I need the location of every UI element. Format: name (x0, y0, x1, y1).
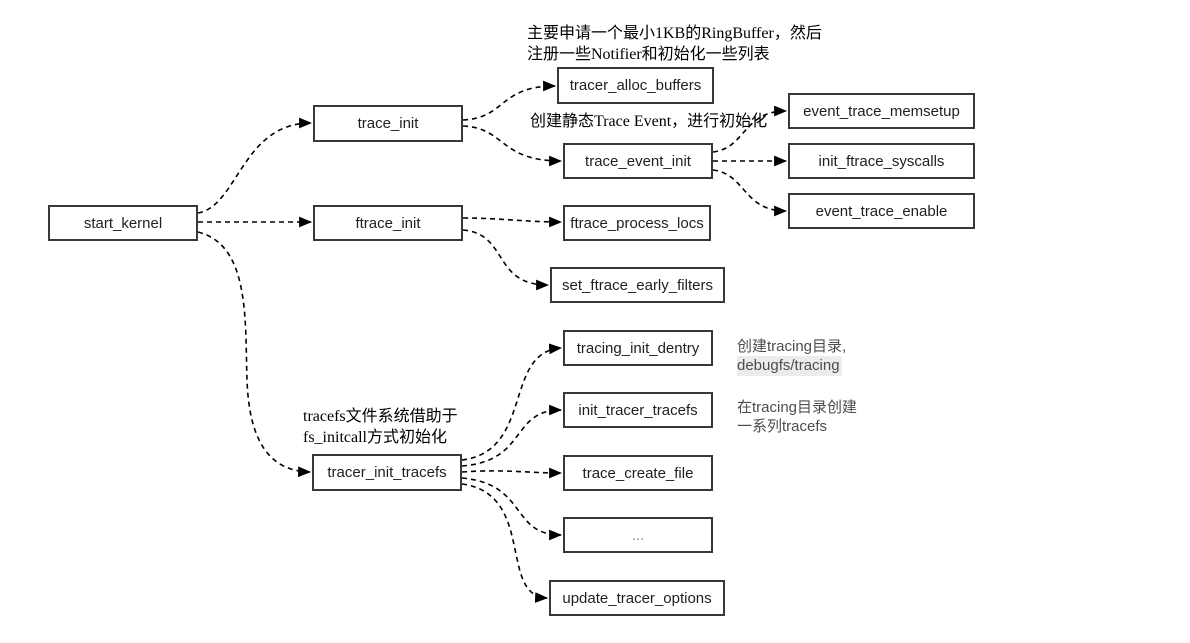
node-set-ftrace-early-filters: set_ftrace_early_filters (550, 267, 725, 303)
node-trace-event-init: trace_event_init (563, 143, 713, 179)
edge-trace-init-to-trace-event-init (462, 125, 563, 167)
note-ringbuffer-line1: 主要申请一个最小1KB的RingBuffer，然后 (527, 25, 822, 42)
node-ellipsis: ... (563, 517, 713, 553)
note-tracing-dir-line2: debugfs/tracing (737, 356, 842, 376)
node-update-tracer-options: update_tracer_options (549, 580, 725, 616)
note-tracefs-initcall: tracefs文件系统借助于 fs_initcall方式初始化 (303, 406, 458, 448)
edge-trace-init-to-tracer-alloc-buffers (462, 80, 557, 121)
edge-tracer-init-tracefs-to-tracing-init-dentry (461, 343, 563, 461)
edge-ftrace-init-to-set-ftrace-early-filters (462, 229, 550, 291)
note-tracefs-initcall-line1: tracefs文件系统借助于 (303, 408, 458, 425)
note-trace-event: 创建静态Trace Event，进行初始化 (530, 111, 767, 132)
edge-start-kernel-to-tracer-init-tracefs (197, 231, 312, 478)
note-tracing-dir-line1: 创建tracing目录, (737, 338, 847, 355)
node-trace-init: trace_init (313, 105, 463, 142)
edge-tracer-init-tracefs-to-update-tracer-options (461, 483, 549, 603)
node-tracer-alloc-buffers: tracer_alloc_buffers (557, 67, 714, 104)
note-tracefs-files-line2: 一系列tracefs (737, 418, 828, 435)
note-ringbuffer: 主要申请一个最小1KB的RingBuffer，然后 注册一些Notifier和初… (527, 23, 822, 65)
note-trace-event-line1: 创建静态Trace Event，进行初始化 (530, 113, 768, 130)
node-ftrace-process-locs: ftrace_process_locs (563, 205, 711, 241)
edge-tracer-init-tracefs-to-trace-create-file (461, 467, 563, 479)
note-ringbuffer-line2: 注册一些Notifier和初始化一些列表 (527, 46, 770, 63)
node-ftrace-init: ftrace_init (313, 205, 463, 241)
node-init-tracer-tracefs: init_tracer_tracefs (563, 392, 713, 428)
node-tracer-init-tracefs: tracer_init_tracefs (312, 454, 462, 491)
note-tracefs-initcall-line2: fs_initcall方式初始化 (303, 429, 447, 446)
node-event-trace-enable: event_trace_enable (788, 193, 975, 229)
node-start-kernel: start_kernel (48, 205, 198, 241)
edge-tracer-init-tracefs-to-ellipsis (461, 477, 563, 541)
edge-start-kernel-to-trace-init (197, 117, 313, 214)
note-tracefs-files: 在tracing目录创建 一系列tracefs (737, 398, 857, 436)
edge-ftrace-init-to-ftrace-process-locs (462, 216, 563, 228)
node-event-trace-memsetup: event_trace_memsetup (788, 93, 975, 129)
edge-trace-event-init-to-event-trace-memsetup (712, 105, 788, 153)
edge-trace-event-init-to-event-trace-enable (712, 169, 788, 217)
edge-tracer-init-tracefs-to-init-tracer-tracefs (461, 404, 563, 467)
node-init-ftrace-syscalls: init_ftrace_syscalls (788, 143, 975, 179)
node-tracing-init-dentry: tracing_init_dentry (563, 330, 713, 366)
note-tracing-dir: 创建tracing目录, debugfs/tracing (737, 337, 846, 376)
note-tracefs-files-line1: 在tracing目录创建 (737, 399, 858, 416)
node-trace-create-file: trace_create_file (563, 455, 713, 491)
